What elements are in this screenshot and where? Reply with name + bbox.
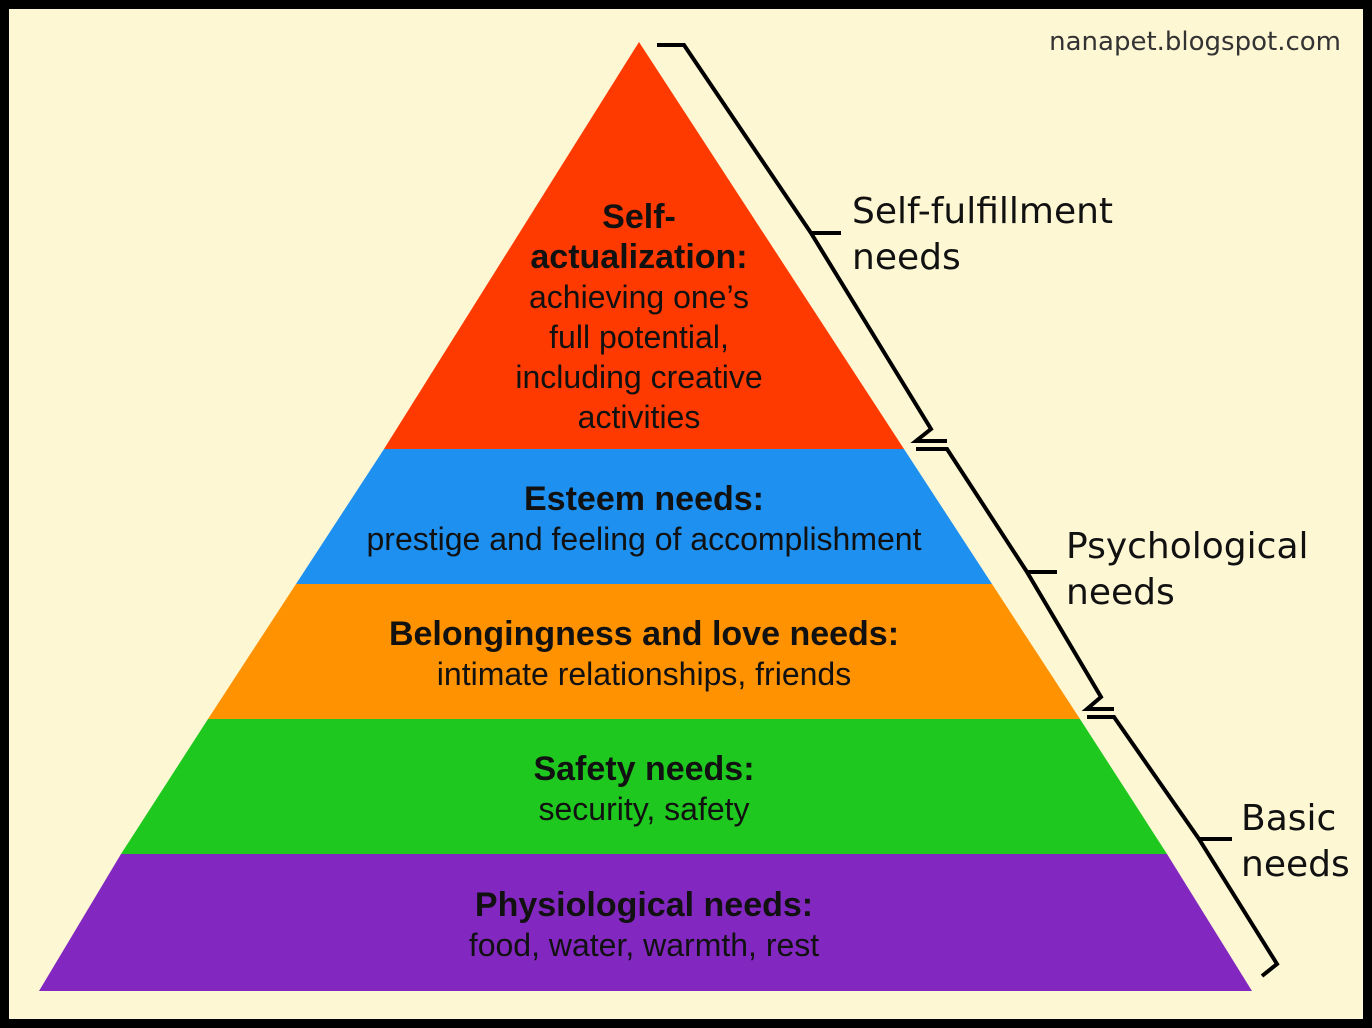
source-credit: nanapet.blogspot.com [1049,27,1341,57]
group-label-basic: Basic needs [1241,796,1350,888]
diagram-canvas: nanapet.blogspot.com Self- actualization… [9,9,1363,1019]
bracket-basic [1087,715,1280,978]
group-label-line: Psychological [1066,526,1309,567]
group-label-line: Self-fulfillment [852,191,1114,232]
pyramid-level-belongingness [208,584,1080,719]
pyramid-level-physiological [39,854,1252,991]
level-description: including creative [515,359,763,395]
level-title: Physiological needs: [474,886,814,924]
pyramid-level-self-actualization [384,42,904,449]
level-description: prestige and feeling of accomplishment [366,521,922,557]
label-physiological: Physiological needs: food, water, warmth… [339,885,949,965]
level-description: achieving one’s [528,279,749,315]
level-description: food, water, warmth, rest [468,927,820,963]
level-description: activities [577,399,701,435]
group-label-line: needs [1066,572,1175,613]
label-belongingness: Belongingness and love needs: intimate r… [289,614,999,694]
level-description: security, safety [538,791,750,827]
level-title: Self- [602,198,676,236]
group-label-psychological: Psychological needs [1066,524,1309,616]
group-label-line: needs [1241,844,1350,885]
label-safety: Safety needs: security, safety [339,749,949,829]
label-esteem: Esteem needs: prestige and feeling of ac… [309,479,979,559]
level-title: Belongingness and love needs: [388,615,900,653]
pyramid-level-safety [121,719,1167,854]
label-self-actualization: Self- actualization: achieving one’s ful… [479,197,799,437]
group-label-line: Basic [1241,798,1337,839]
level-title: Esteem needs: [524,480,764,518]
level-title: actualization: [530,238,748,276]
bracket-self-fulfillment [657,43,947,443]
group-label-line: needs [852,237,961,278]
bracket-psychological [916,447,1114,711]
level-title: Safety needs: [533,750,755,788]
level-description: full potential, [549,319,729,355]
pyramid-level-esteem [296,449,992,584]
group-label-self-fulfillment: Self-fulfillment needs [852,189,1113,281]
level-description: intimate relationships, friends [436,656,852,692]
pyramid-graphic [39,42,1280,991]
